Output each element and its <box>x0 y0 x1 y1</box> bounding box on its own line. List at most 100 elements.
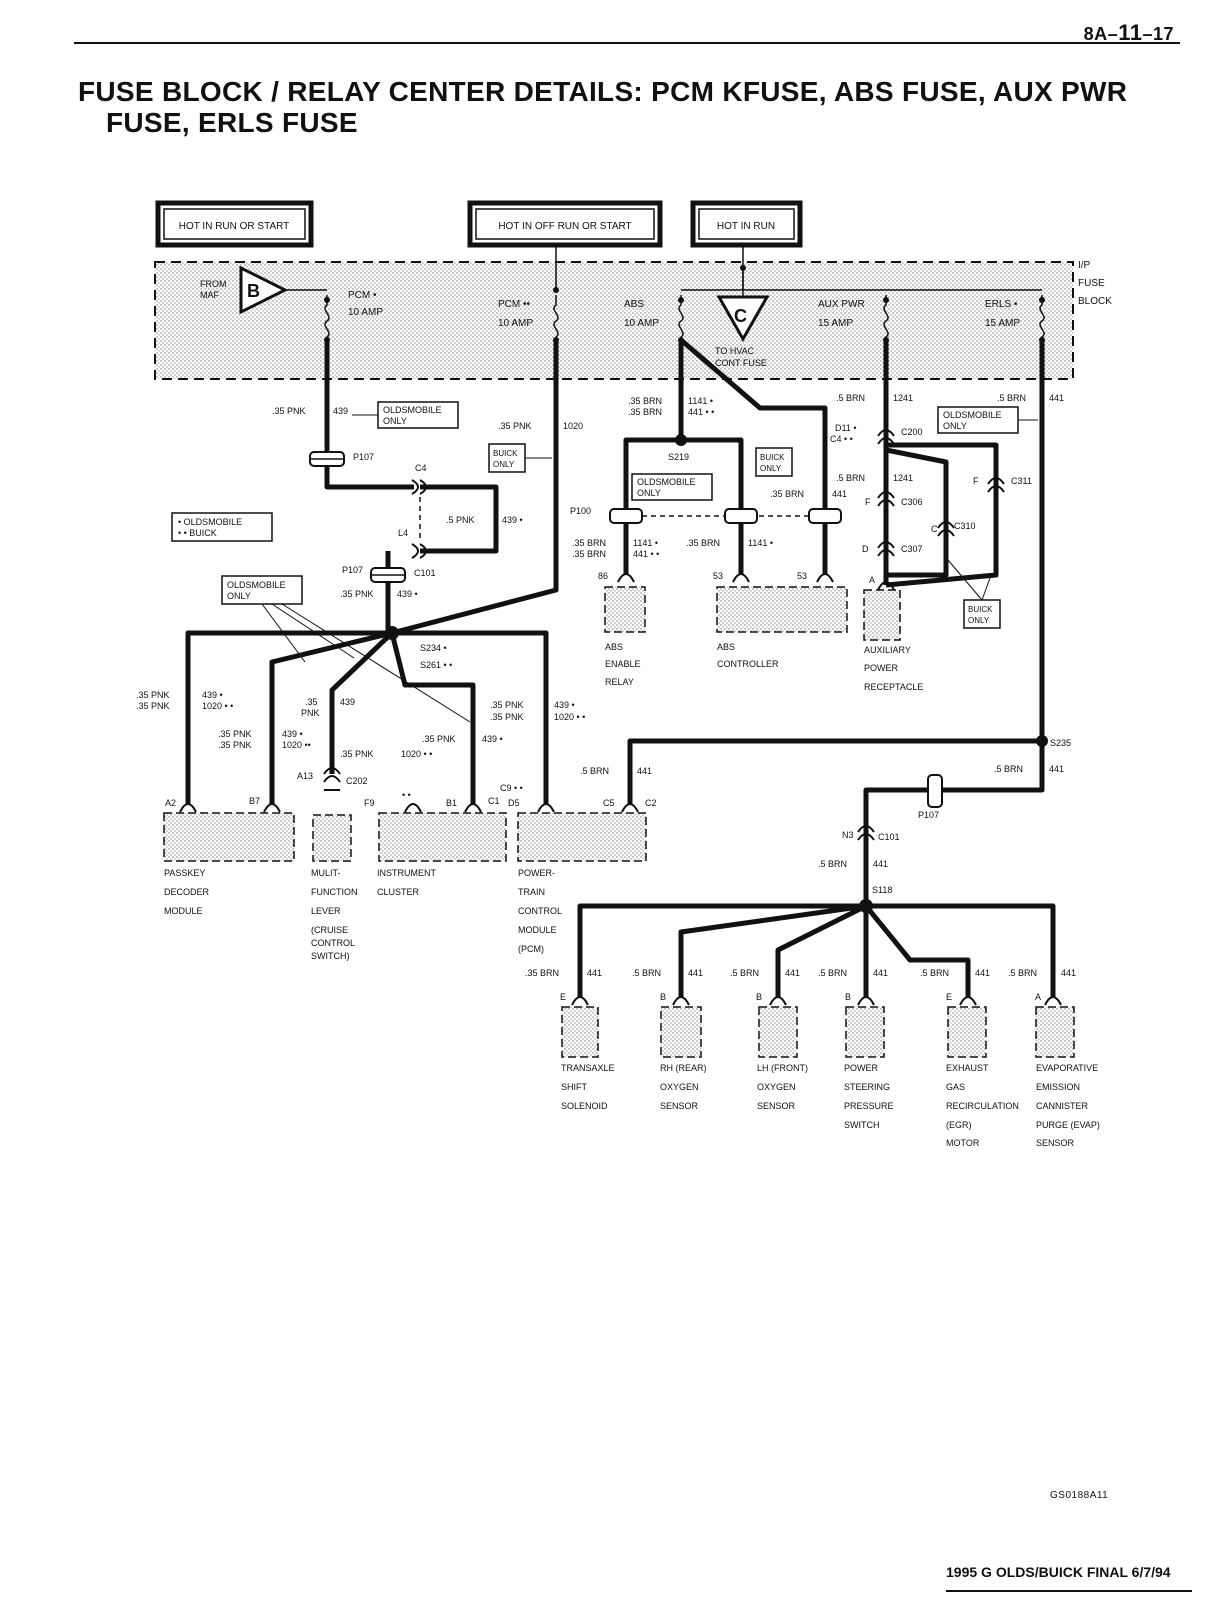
note-oldsmobile-only-4: OLDSMOBILE ONLY <box>221 575 471 723</box>
svg-text:(PCM): (PCM) <box>518 944 544 954</box>
svg-text:1141 •: 1141 • <box>633 538 658 548</box>
svg-text:C101: C101 <box>414 568 436 578</box>
note-oldsmobile-only-1: OLDSMOBILE ONLY <box>352 401 459 429</box>
svg-text:439 •: 439 • <box>502 515 523 525</box>
svg-text:SENSOR: SENSOR <box>757 1101 796 1111</box>
svg-text:S234 •: S234 • <box>420 643 447 653</box>
svg-text:SWITCH): SWITCH) <box>311 951 350 961</box>
fuse-label-erls: ERLS • <box>985 299 1018 310</box>
svg-text:441: 441 <box>587 968 602 978</box>
svg-text:P107: P107 <box>918 810 939 820</box>
svg-text:.35 BRN: .35 BRN <box>686 538 720 548</box>
legend: • OLDSMOBILE • • BUICK <box>171 512 273 542</box>
svg-text:.5 BRN: .5 BRN <box>836 393 865 403</box>
fuse-block-label-3: BLOCK <box>1078 296 1112 307</box>
svg-text:OXYGEN: OXYGEN <box>757 1082 796 1092</box>
svg-text:.5 BRN: .5 BRN <box>994 764 1023 774</box>
inline-connector-p107-top <box>309 451 345 467</box>
power-box-off-run-start: HOT IN OFF RUN OR START <box>467 200 663 248</box>
svg-text:.5 BRN: .5 BRN <box>920 968 949 978</box>
svg-text:B: B <box>756 992 762 1002</box>
svg-text:BUICK: BUICK <box>493 449 518 458</box>
component-boxes <box>163 586 1075 1058</box>
svg-text:CONTROL: CONTROL <box>311 938 355 948</box>
svg-text:.5 PNK: .5 PNK <box>446 515 475 525</box>
svg-text:OLDSMOBILE: OLDSMOBILE <box>943 410 1002 420</box>
inline-connector-p107-mid <box>370 567 406 583</box>
svg-text:B7: B7 <box>249 796 260 806</box>
svg-text:1141 •: 1141 • <box>748 538 773 548</box>
svg-text:439 •: 439 • <box>554 700 575 710</box>
svg-text:C9 • •: C9 • • <box>500 783 523 793</box>
svg-text:.35 BRN: .35 BRN <box>525 968 559 978</box>
svg-text:441: 441 <box>873 968 888 978</box>
svg-text:1020 • •: 1020 • • <box>202 701 233 711</box>
svg-text:C1: C1 <box>488 796 500 806</box>
svg-text:BUICK: BUICK <box>968 605 993 614</box>
svg-text:MULIT-: MULIT- <box>311 868 341 878</box>
svg-text:10 AMP: 10 AMP <box>498 318 533 329</box>
svg-text:439: 439 <box>333 406 348 416</box>
svg-text:86: 86 <box>598 571 608 581</box>
svg-text:ENABLE: ENABLE <box>605 659 641 669</box>
svg-text:C: C <box>734 306 747 326</box>
header-rule <box>74 42 1180 44</box>
svg-text:ABS: ABS <box>605 642 623 652</box>
svg-text:C307: C307 <box>901 544 923 554</box>
svg-text:F: F <box>973 476 979 486</box>
page-number: 8A–11–17 <box>1083 20 1174 45</box>
svg-text:TRAIN: TRAIN <box>518 887 545 897</box>
inline-connector-p107-lower <box>927 774 943 808</box>
svg-text:1020: 1020 <box>563 421 583 431</box>
svg-text:PRESSURE: PRESSURE <box>844 1101 894 1111</box>
svg-text:C202: C202 <box>346 776 368 786</box>
svg-text:OLDSMOBILE: OLDSMOBILE <box>227 580 286 590</box>
svg-text:.35 BRN: .35 BRN <box>770 489 804 499</box>
svg-text:D11 •: D11 • <box>835 423 857 433</box>
svg-text:.35 PNK: .35 PNK <box>136 690 170 700</box>
component-labels: ABS ENABLE RELAY ABS CONTROLLER AUXILIAR… <box>164 642 1100 1148</box>
svg-text:• • BUICK: • • BUICK <box>178 528 217 538</box>
fuse-block-label-2: FUSE <box>1078 278 1105 289</box>
svg-text:ONLY: ONLY <box>760 464 782 473</box>
svg-text:LEVER: LEVER <box>311 906 341 916</box>
svg-text:.5 BRN: .5 BRN <box>997 393 1026 403</box>
svg-text:HOT IN OFF RUN OR START: HOT IN OFF RUN OR START <box>498 221 631 232</box>
svg-text:LH (FRONT): LH (FRONT) <box>757 1063 808 1073</box>
svg-text:1141 •: 1141 • <box>688 396 713 406</box>
svg-text:C101: C101 <box>878 832 900 842</box>
svg-text:.35: .35 <box>305 697 318 707</box>
svg-text:441: 441 <box>688 968 703 978</box>
svg-text:CONT FUSE: CONT FUSE <box>715 358 767 368</box>
svg-text:ONLY: ONLY <box>227 591 251 601</box>
note-buick-only-3: BUICK ONLY <box>947 559 1001 629</box>
svg-text:441: 441 <box>873 859 888 869</box>
svg-text:53: 53 <box>797 571 807 581</box>
svg-text:1020 • •: 1020 • • <box>401 749 432 759</box>
svg-text:15 AMP: 15 AMP <box>985 318 1020 329</box>
note-buick-only-1: BUICK ONLY <box>488 443 552 473</box>
svg-text:A: A <box>1035 992 1041 1002</box>
svg-text:OLDSMOBILE: OLDSMOBILE <box>637 477 696 487</box>
svg-text:E: E <box>560 992 566 1002</box>
connector-labels: P107 C4 L4 C101 P107 P100 S219 D11 • C4 … <box>165 423 1071 1002</box>
svg-text:441: 441 <box>785 968 800 978</box>
svg-text:C4 • •: C4 • • <box>830 434 853 444</box>
svg-text:S118: S118 <box>872 885 892 895</box>
svg-text:B: B <box>660 992 666 1002</box>
fuse-label-aux-pwr: AUX PWR <box>818 299 865 310</box>
svg-text:EMISSION: EMISSION <box>1036 1082 1080 1092</box>
power-box-run-start: HOT IN RUN OR START <box>155 200 314 248</box>
svg-text:C311: C311 <box>1011 476 1032 486</box>
svg-text:A: A <box>869 575 875 585</box>
svg-text:(EGR): (EGR) <box>946 1120 972 1130</box>
svg-text:P107: P107 <box>353 452 374 462</box>
svg-text:DECODER: DECODER <box>164 887 210 897</box>
svg-text:.5 BRN: .5 BRN <box>730 968 759 978</box>
fuse-block <box>154 261 1074 380</box>
svg-text:441 • •: 441 • • <box>688 407 714 417</box>
svg-text:439 •: 439 • <box>202 690 223 700</box>
svg-text:SWITCH: SWITCH <box>844 1120 880 1130</box>
svg-text:.5 BRN: .5 BRN <box>836 473 865 483</box>
